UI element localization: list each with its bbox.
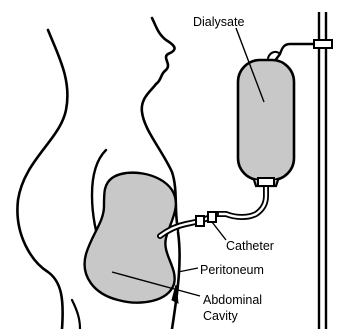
iv-pole-clamp — [314, 40, 332, 48]
catheter-cuff-1 — [196, 216, 204, 226]
dialysate-bag — [238, 60, 294, 180]
label-cavity: Cavity — [203, 309, 238, 323]
label-catheter: Catheter — [226, 239, 274, 253]
label-abdominal: Abdominal — [203, 293, 262, 307]
catheter-cuff-2 — [208, 212, 216, 222]
tubing-clamp — [258, 178, 274, 186]
leader-catheter — [212, 222, 226, 240]
leg-line — [72, 300, 80, 329]
label-peritoneum: Peritoneum — [200, 263, 264, 277]
leader-peritoneum — [178, 268, 198, 272]
label-dialysate: Dialysate — [193, 15, 244, 29]
back-outline — [17, 30, 67, 329]
